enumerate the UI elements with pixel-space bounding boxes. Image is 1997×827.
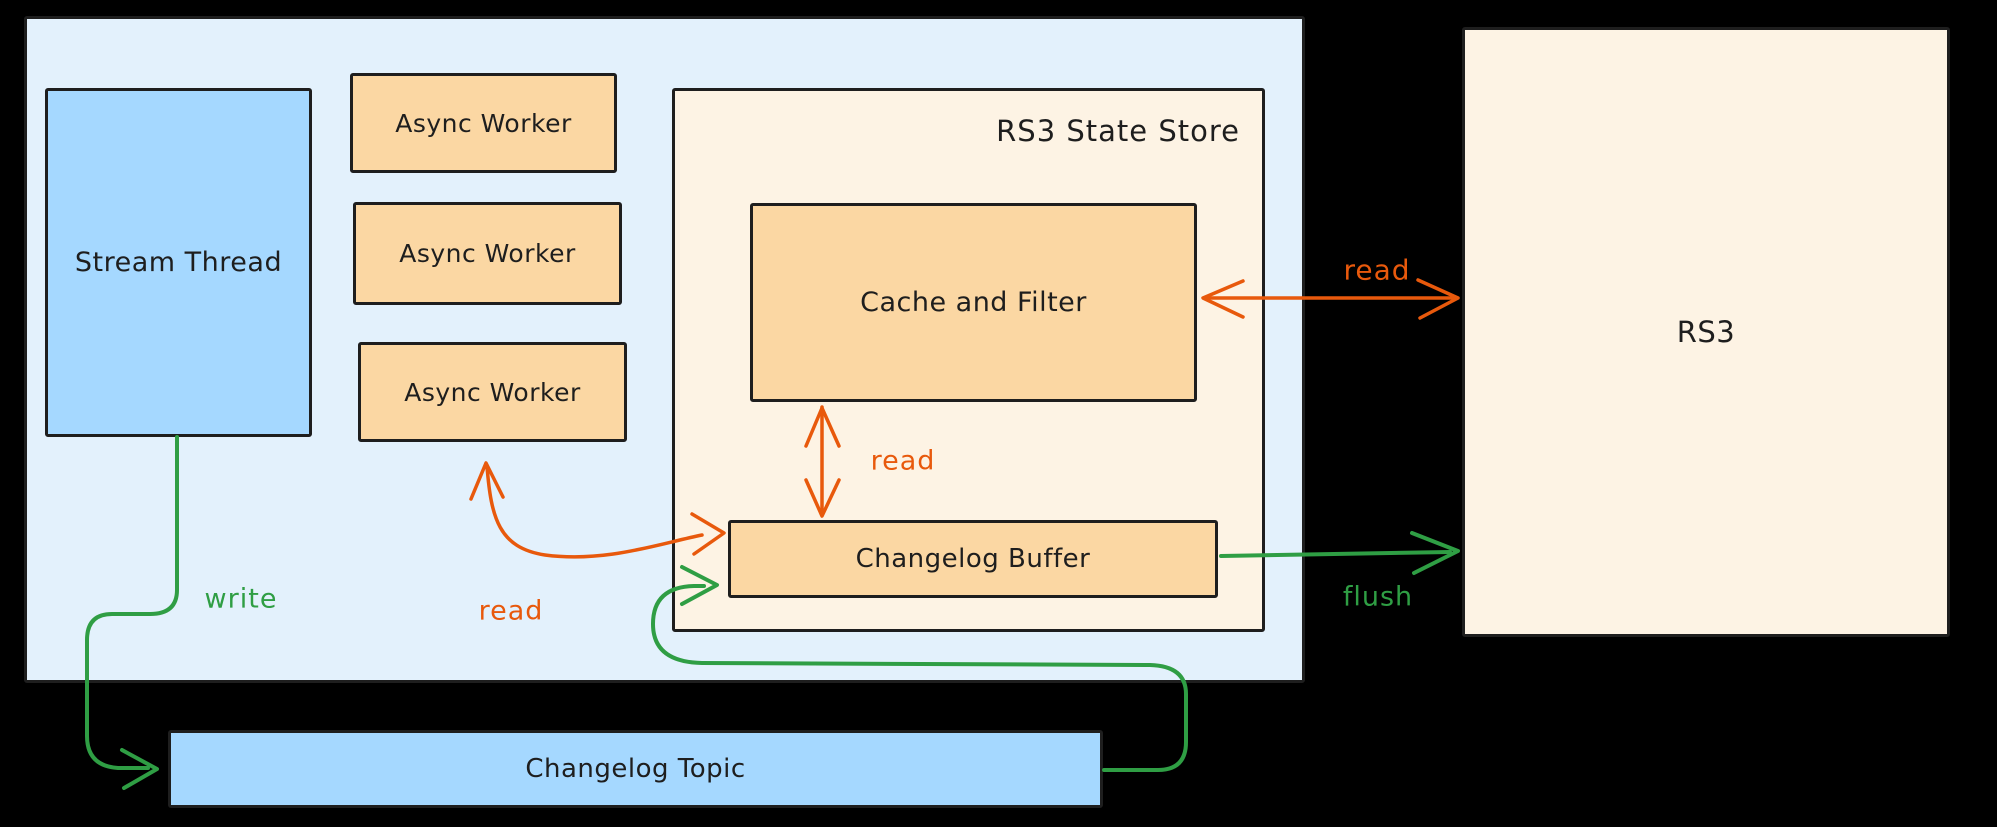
rs3-box: RS3 [1462,27,1950,637]
state-store-title: RS3 State Store [996,114,1240,148]
stream-thread-label: Stream Thread [74,247,283,278]
write-label: write [204,583,278,615]
changelog-topic-label: Changelog Topic [525,754,746,784]
async-worker-label: Async Worker [404,377,581,407]
async-worker-box-3: Async Worker [358,342,627,442]
changelog-buffer-box: Changelog Buffer [728,520,1218,598]
flush-label: flush [1342,581,1414,613]
async-worker-box-1: Async Worker [350,73,617,173]
read-cache-buffer-label: read [870,445,936,477]
async-worker-label: Async Worker [395,108,572,138]
cache-and-filter-label: Cache and Filter [860,287,1087,318]
read-worker-label: read [478,595,544,627]
async-worker-box-2: Async Worker [353,202,622,305]
rs3-label: RS3 [1676,315,1736,349]
stream-thread-box: Stream Thread [45,88,312,437]
cache-and-filter-box: Cache and Filter [750,203,1197,402]
async-worker-label: Async Worker [399,239,576,268]
changelog-topic-box: Changelog Topic [168,730,1103,808]
read-rs3-label: read [1343,253,1411,287]
changelog-buffer-label: Changelog Buffer [855,544,1091,574]
